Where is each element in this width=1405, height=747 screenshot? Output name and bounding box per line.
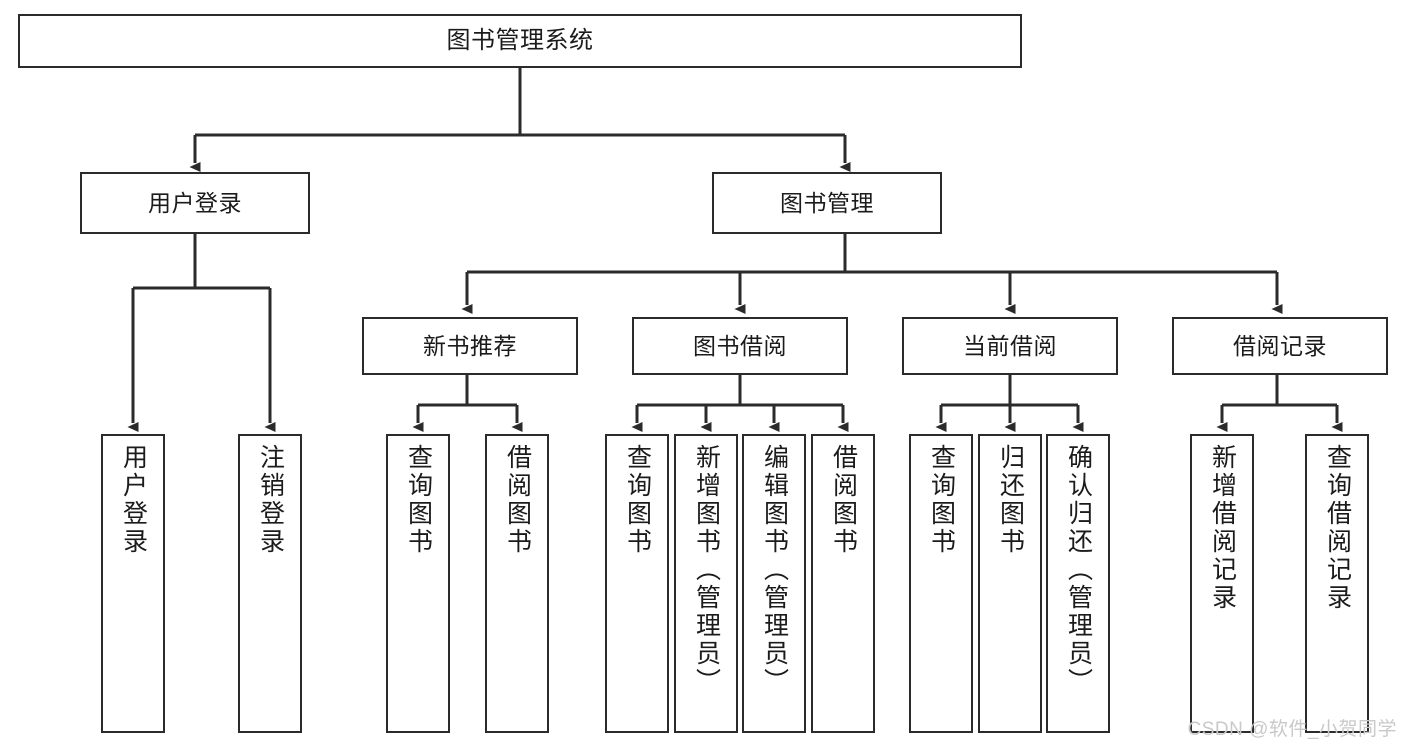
leaf-records-query-record[interactable]: 查询借阅记录: [1305, 434, 1369, 733]
leaf-borrow-add-book-admin[interactable]: 新增图书（管理员）: [674, 434, 738, 733]
node-label: 图书借阅: [693, 332, 787, 359]
node-current-borrow[interactable]: 当前借阅: [902, 317, 1118, 375]
leaf-borrow-query-book[interactable]: 查询图书: [605, 434, 669, 733]
node-label: 查询借阅记录: [1323, 444, 1352, 612]
node-book-management[interactable]: 图书管理: [712, 172, 942, 234]
node-label: 用户登录: [119, 444, 148, 556]
node-borrow-records[interactable]: 借阅记录: [1172, 317, 1388, 375]
node-label: 借阅图书: [503, 444, 532, 556]
node-label: 查询图书: [404, 444, 433, 556]
node-label: 当前借阅: [963, 332, 1057, 359]
node-root-system[interactable]: 图书管理系统: [18, 14, 1022, 68]
leaf-user-login-signout[interactable]: 注销登录: [238, 434, 302, 733]
leaf-current-return-book[interactable]: 归还图书: [978, 434, 1042, 733]
node-label: 注销登录: [256, 444, 285, 556]
node-user-login[interactable]: 用户登录: [80, 172, 310, 234]
leaf-borrow-edit-book-admin[interactable]: 编辑图书（管理员）: [742, 434, 806, 733]
node-label: 借阅记录: [1233, 332, 1327, 359]
node-label: 图书管理: [780, 189, 874, 216]
leaf-new-book-query[interactable]: 查询图书: [386, 434, 450, 733]
node-label: 归还图书: [996, 444, 1025, 556]
node-book-borrow[interactable]: 图书借阅: [632, 317, 848, 375]
leaf-user-login-signin[interactable]: 用户登录: [101, 434, 165, 733]
node-label: 用户登录: [148, 189, 242, 216]
node-new-book-recommend[interactable]: 新书推荐: [362, 317, 578, 375]
node-label: 新书推荐: [423, 332, 517, 359]
node-label: 查询图书: [623, 444, 652, 556]
node-label: 借阅图书: [829, 444, 858, 556]
leaf-current-query-book[interactable]: 查询图书: [909, 434, 973, 733]
leaf-borrow-borrow-book[interactable]: 借阅图书: [811, 434, 875, 733]
node-label: 新增借阅记录: [1208, 444, 1237, 612]
leaf-records-add-record[interactable]: 新增借阅记录: [1190, 434, 1254, 733]
leaf-current-confirm-return-admin[interactable]: 确认归还（管理员）: [1046, 434, 1110, 733]
leaf-new-book-borrow[interactable]: 借阅图书: [485, 434, 549, 733]
node-label: 确认归还（管理员）: [1064, 444, 1093, 696]
csdn-watermark: CSDN @软件_小贺同学: [1187, 719, 1397, 740]
node-label: 新增图书（管理员）: [692, 444, 721, 696]
node-label: 图书管理系统: [446, 27, 594, 54]
node-label: 查询图书: [927, 444, 956, 556]
node-label: 编辑图书（管理员）: [760, 444, 789, 696]
